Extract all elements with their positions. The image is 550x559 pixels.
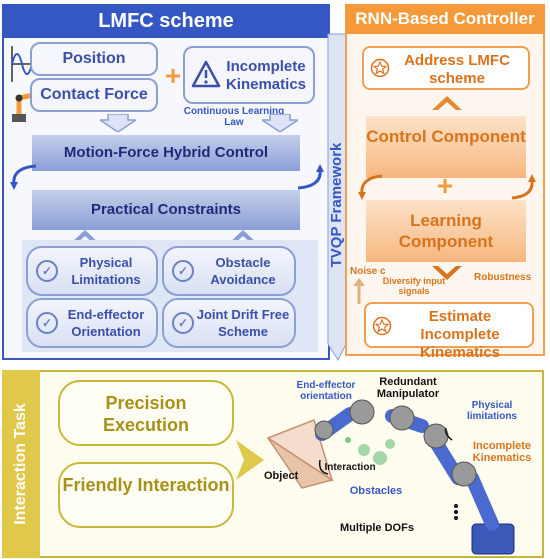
constraint-item: ✓ Joint Drift Free Scheme	[162, 298, 296, 348]
task-sidebar	[2, 370, 40, 558]
constraint-label: Obstacle Avoidance	[210, 255, 276, 287]
learning-component-bar: Learning Component	[366, 200, 526, 262]
robot-scene	[266, 399, 515, 555]
up-chevron-icon	[432, 96, 462, 110]
up-arrow-icon	[353, 278, 365, 304]
task-title: Interaction Task	[12, 403, 29, 525]
framework-connector	[327, 33, 347, 362]
cycle-arrow-icon	[358, 174, 383, 200]
incomplete-kinematics-label: Incomplete Kinematics	[225, 58, 307, 93]
object-label: Object	[264, 470, 299, 482]
diversify-label: Diversify input signals	[382, 276, 446, 296]
address-label: Address LMFC scheme	[404, 52, 510, 87]
friendly-interaction-box: Friendly Interaction	[58, 462, 234, 528]
learning-law-label: Continuous Learning Law	[183, 106, 285, 128]
interaction-label: Interaction	[324, 462, 376, 473]
constraint-label: End-effector Orientation	[67, 307, 145, 339]
cycle-arrow-icon	[511, 174, 536, 200]
lmfc-title: LMFC scheme	[2, 4, 330, 38]
framework-label: TVQP Framework	[328, 142, 345, 268]
right-chevron-icon	[236, 440, 264, 480]
down-arrow-icon	[262, 114, 298, 132]
physical-label: Physical limitations	[466, 400, 517, 422]
estimate-box: Estimate Incomplete Kinematics	[364, 302, 534, 361]
address-box: Address LMFC scheme	[362, 46, 530, 90]
constraint-label: Physical Limitations	[71, 255, 141, 287]
check-icon: ✓	[172, 260, 194, 282]
check-icon: ✓	[172, 312, 194, 334]
dofs-label: Multiple DOFs	[340, 522, 414, 534]
end-effector-label: End-effector orientation	[296, 380, 356, 402]
plus-sign: +	[164, 60, 182, 91]
cycle-arrow-icon	[10, 164, 37, 190]
constraint-item: ✓ Obstacle Avoidance	[162, 246, 296, 296]
robustness-label: Robustness	[474, 272, 532, 283]
incomplete-label: Incomplete Kinematics	[472, 440, 532, 464]
constraints-bar: Practical Constraints	[32, 190, 300, 230]
check-icon: ✓	[36, 260, 58, 282]
redundant-label: Redundant Manipulator	[376, 376, 440, 400]
incomplete-kinematics-box: Incomplete Kinematics	[183, 46, 315, 104]
control-component-bar: Control Component	[366, 116, 526, 178]
estimate-label: Estimate Incomplete Kinematics	[419, 308, 501, 361]
contact-force-box: Contact Force	[30, 78, 158, 112]
position-box: Position	[30, 42, 158, 76]
star-icon	[372, 316, 392, 336]
task-title-wrap: Interaction Task	[2, 370, 40, 558]
noise-label: Noise c	[350, 266, 386, 277]
star-icon	[370, 58, 390, 78]
check-icon: ✓	[36, 312, 58, 334]
warning-icon	[191, 60, 221, 88]
down-arrow-icon	[100, 114, 136, 132]
constraint-item: ✓ End-effector Orientation	[26, 298, 158, 348]
hybrid-control-bar: Motion-Force Hybrid Control	[32, 135, 300, 171]
rnn-title: RNN-Based Controller	[345, 4, 545, 34]
precision-execution-box: Precision Execution	[58, 380, 234, 446]
down-chevron-icon	[432, 266, 462, 280]
constraint-label: Joint Drift Free Scheme	[196, 307, 290, 339]
plus-sign: +	[436, 170, 454, 201]
constraint-item: ✓ Physical Limitations	[26, 246, 158, 296]
cycle-arrow-icon	[297, 164, 324, 190]
obstacles-label: Obstacles	[349, 485, 403, 497]
